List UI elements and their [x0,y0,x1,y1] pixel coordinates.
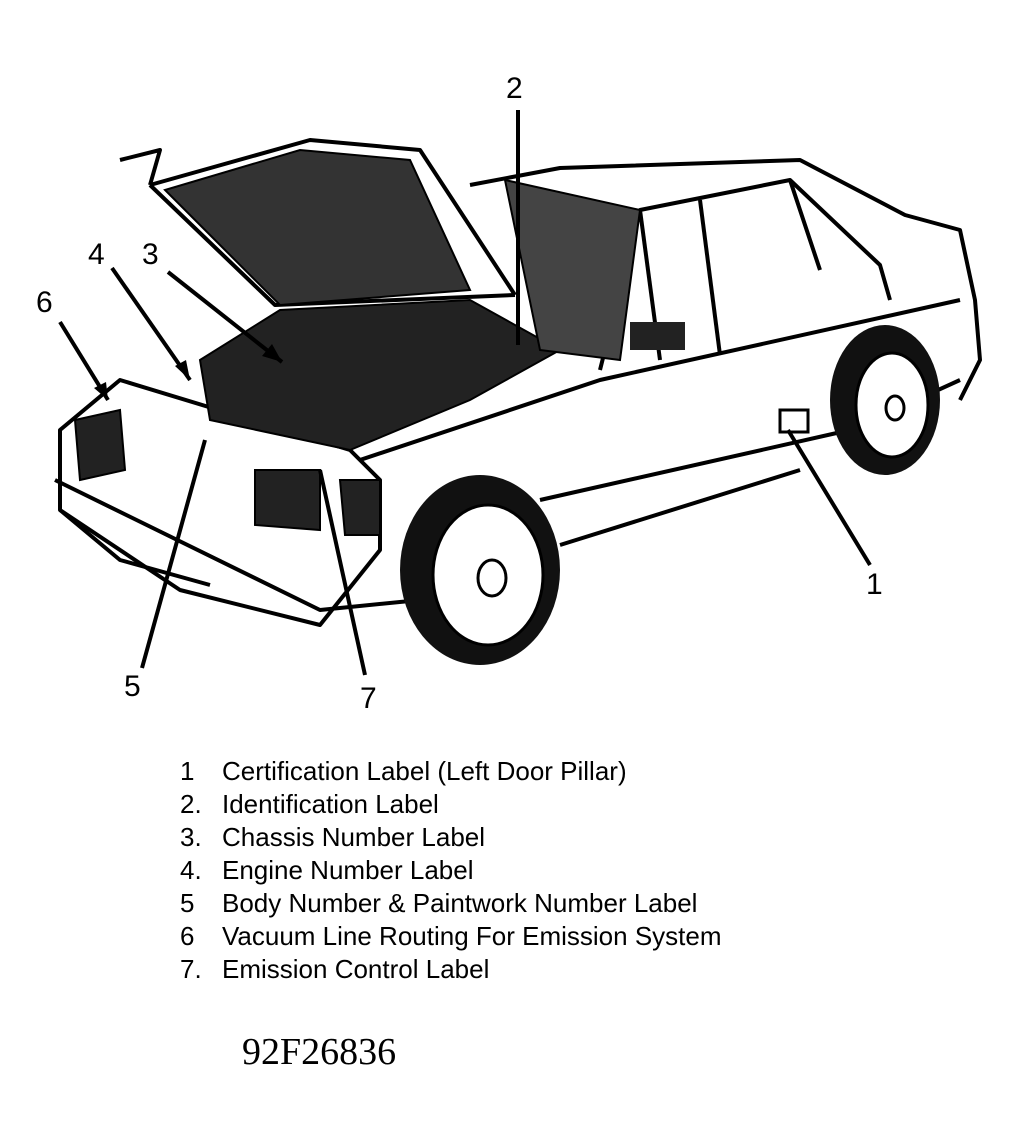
legend-number: 4. [180,855,202,885]
door-pillar-label-mark [778,408,810,434]
car-label-location-diagram [54,110,982,676]
legend-item: 3. Chassis Number Label [180,822,940,855]
legend-number: 2. [180,789,202,819]
legend-text: Emission Control Label [222,954,490,984]
arrowhead-4 [175,360,190,380]
leader-line-1 [786,428,872,567]
leader-line-7 [318,469,367,676]
legend-number: 1 [180,756,195,786]
rear-wheel [830,325,940,475]
leader-line-4 [110,266,192,382]
callout-number-1: 1 [866,568,883,601]
label-legend: 1 Certification Label (Left Door Pillar)… [180,756,940,987]
legend-item: 1 Certification Label (Left Door Pillar) [180,756,940,789]
legend-item: 5 Body Number & Paintwork Number Label [180,888,940,921]
legend-item: 7. Emission Control Label [180,954,940,987]
figure-id: 92F26836 [242,1031,397,1073]
arrowhead-3 [262,344,282,362]
legend-number: 5 [180,888,195,918]
callout-number-4: 4 [88,238,105,271]
side-mirror [630,322,685,350]
callout-number-2: 2 [506,72,523,105]
callout-number-5: 5 [124,670,141,703]
legend-item: 4. Engine Number Label [180,855,940,888]
legend-text: Engine Number Label [222,855,474,885]
legend-number: 6 [180,921,195,951]
leader-line-5 [140,439,207,669]
legend-number: 7. [180,954,202,984]
arrowhead-6 [94,382,108,400]
legend-number: 3. [180,822,202,852]
front-wheel [400,475,560,665]
legend-text: Chassis Number Label [222,822,486,852]
legend-item: 6 Vacuum Line Routing For Emission Syste… [180,921,940,954]
leader-arrowheads [94,344,282,400]
legend-text: Body Number & Paintwork Number Label [222,888,698,918]
leader-line-3 [166,270,284,364]
legend-text: Vacuum Line Routing For Emission System [222,921,722,951]
callout-number-7: 7 [360,682,377,715]
engine-bay [73,148,642,536]
leader-lines [58,110,872,676]
legend-text: Certification Label (Left Door Pillar) [222,756,627,786]
legend-text: Identification Label [222,789,439,819]
callout-number-6: 6 [36,286,53,319]
callout-number-3: 3 [142,238,159,271]
legend-item: 2. Identification Label [180,789,940,822]
